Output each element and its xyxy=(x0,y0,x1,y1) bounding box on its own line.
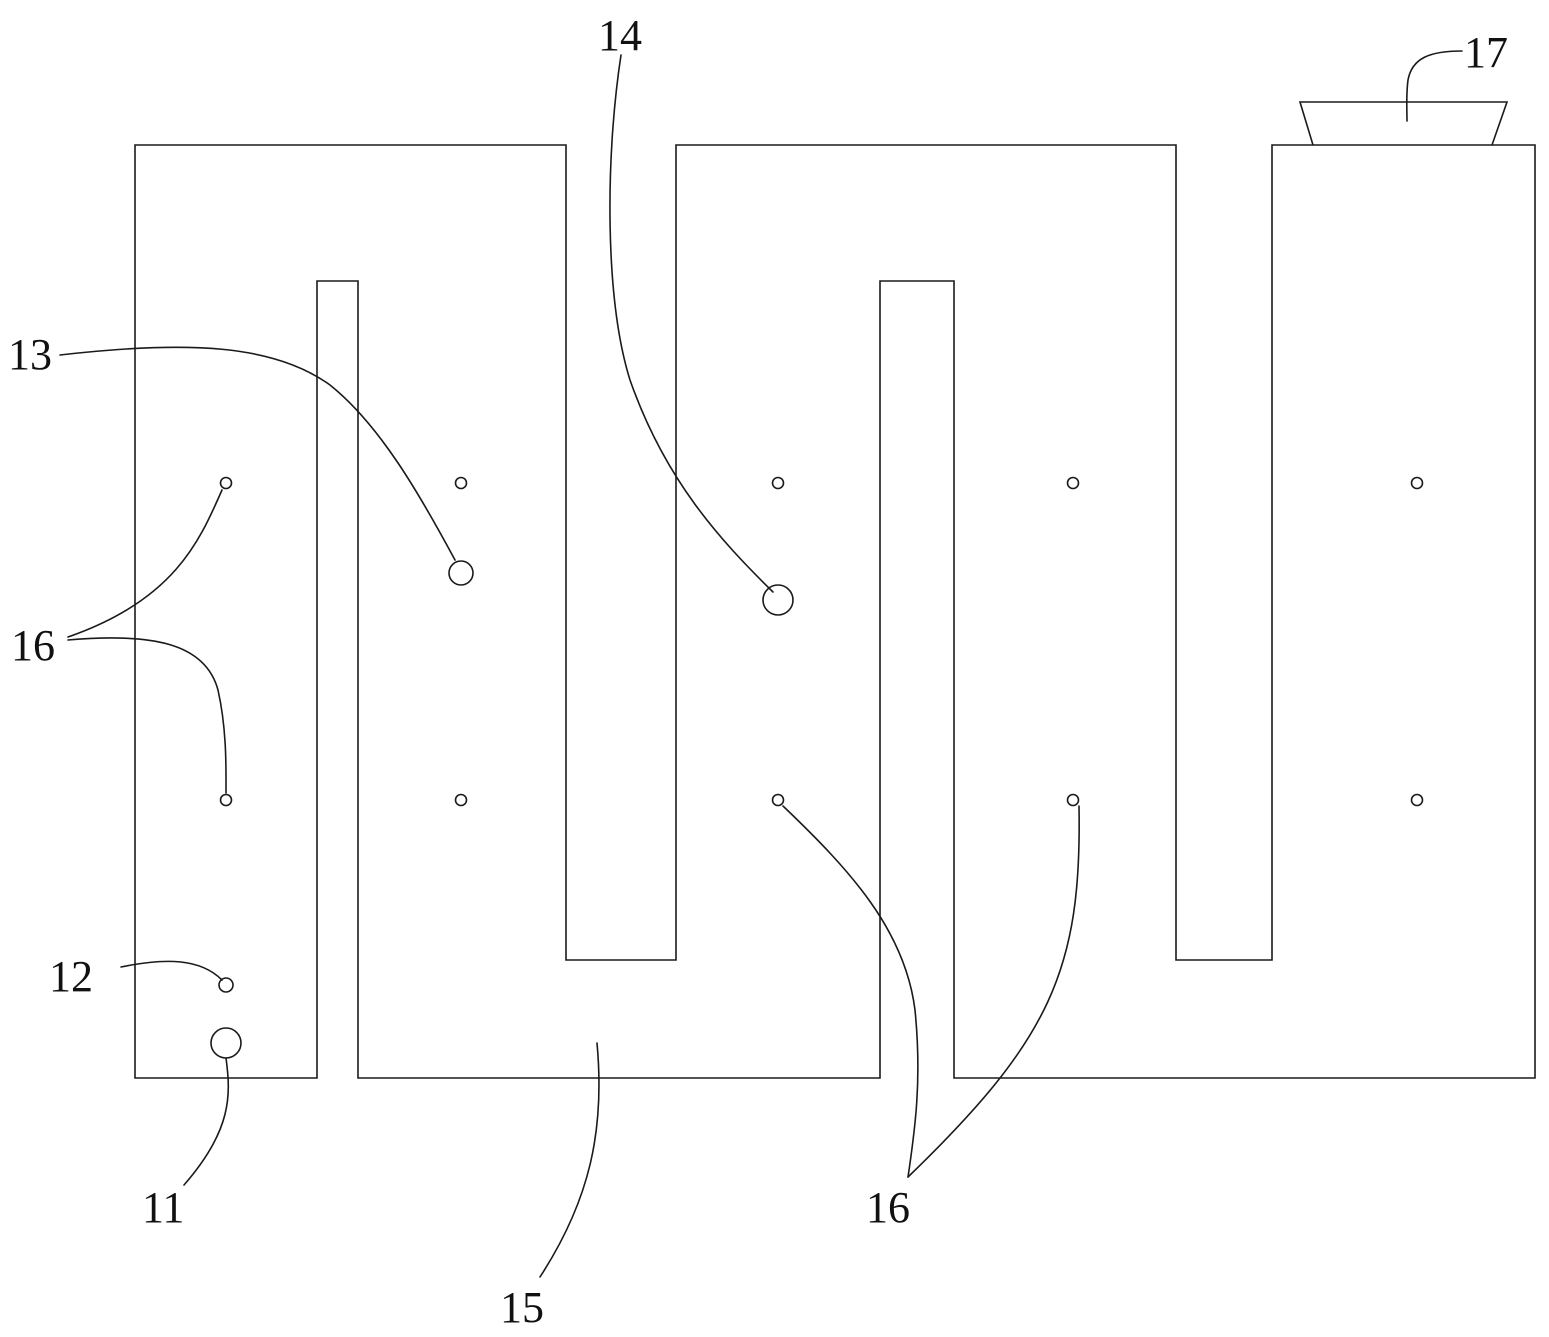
callout-11: 11 xyxy=(142,1183,184,1232)
callout-13: 13 xyxy=(8,330,52,379)
small-hole xyxy=(454,476,468,490)
small-hole xyxy=(771,476,785,490)
port-14 xyxy=(762,584,794,616)
leader-line-16-upper xyxy=(67,489,223,638)
leader-line-16-lower xyxy=(67,637,227,794)
callout-12: 12 xyxy=(49,952,93,1001)
callout-15: 15 xyxy=(500,1283,544,1332)
port-11 xyxy=(210,1027,242,1059)
leader-line-13 xyxy=(59,346,456,561)
callout-16-bottom: 16 xyxy=(866,1183,910,1232)
small-hole xyxy=(1410,793,1424,807)
small-hole xyxy=(219,476,233,490)
small-hole xyxy=(219,793,233,807)
small-hole xyxy=(454,793,468,807)
leader-line-16-mid-b xyxy=(907,805,1080,1178)
port-13 xyxy=(448,560,474,586)
leader-line-14 xyxy=(609,54,774,593)
leader-line-15 xyxy=(539,1042,600,1278)
small-hole xyxy=(1066,793,1080,807)
callout-14: 14 xyxy=(598,11,642,60)
port-12 xyxy=(218,977,234,993)
small-hole xyxy=(1410,476,1424,490)
leader-line-16-mid-a xyxy=(782,805,919,1178)
callout-16-left: 16 xyxy=(11,621,55,670)
hopper-funnel xyxy=(1298,101,1509,146)
small-hole xyxy=(771,793,785,807)
tank-outline xyxy=(134,144,1536,1079)
leader-line-12 xyxy=(120,960,223,981)
leader-line-17 xyxy=(1405,50,1463,122)
callout-17: 17 xyxy=(1464,28,1508,77)
leader-line-11 xyxy=(183,1057,230,1186)
small-hole xyxy=(1066,476,1080,490)
